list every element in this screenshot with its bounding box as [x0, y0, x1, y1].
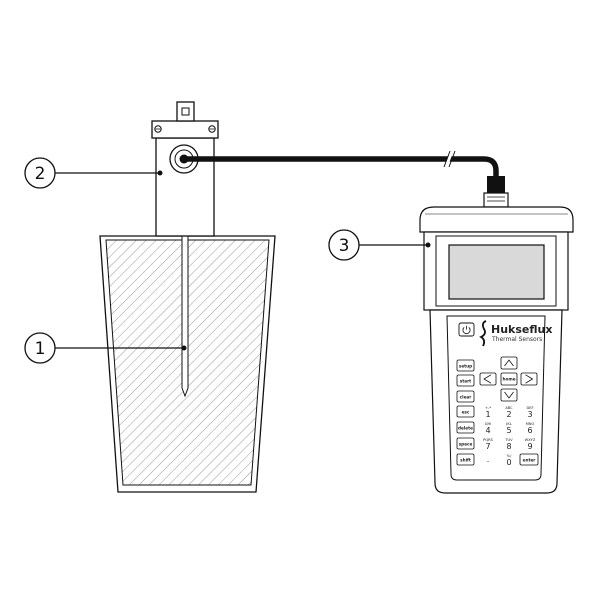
cable [184, 150, 509, 208]
dot-key[interactable]: . [487, 455, 490, 464]
screw-right-icon [208, 125, 216, 133]
key-5-sub: JKL [505, 422, 511, 426]
callout-3-circle [328, 229, 360, 261]
key-4-digit: 4 [485, 426, 490, 435]
key-0-digit: 0 [506, 458, 511, 467]
key-3-digit: 3 [527, 410, 532, 419]
home-key-label: home [502, 377, 515, 382]
needle-probe [181, 235, 189, 398]
up-arrow-key[interactable] [500, 356, 518, 370]
callout-2-circle [24, 157, 56, 189]
brand-name: Hukseflux [491, 323, 552, 336]
down-arrow-key[interactable] [500, 388, 518, 402]
esc-key[interactable]: esc [456, 405, 475, 418]
brand-logo-icon [479, 320, 487, 347]
cable-plug [483, 192, 509, 208]
key-8-digit: 8 [506, 442, 511, 451]
screw-left-icon [154, 125, 162, 133]
key-7[interactable]: PQRS 7 [483, 438, 493, 451]
key-3[interactable]: DEF 3 [526, 406, 533, 419]
enter-key[interactable]: enter [519, 453, 539, 466]
clear-key-label: clear [460, 394, 473, 399]
callout-2-number: 2 [35, 164, 46, 184]
callout-1-dot [181, 345, 187, 351]
callout-2: 2 [24, 157, 163, 189]
key-2-sub: ABC [505, 406, 513, 410]
right-arrow-key[interactable] [520, 372, 538, 386]
brand-subtitle: Thermal Sensors [491, 336, 542, 343]
power-button[interactable] [458, 322, 475, 337]
space-key-label: space [459, 441, 473, 446]
chevron-down-icon [504, 391, 514, 399]
probe-head [151, 101, 219, 237]
key-6[interactable]: MNO 6 [526, 422, 535, 435]
callout-3-dot [425, 242, 431, 248]
dot-key-label: . [487, 455, 490, 464]
delete-key-label: delete [458, 425, 473, 430]
key-4[interactable]: GHI 4 [485, 422, 492, 435]
probe-head-top-stub-inner [181, 107, 190, 116]
cable-strain-relief [487, 176, 505, 193]
key-0-sub: %/ [507, 454, 512, 458]
key-7-digit: 7 [485, 442, 490, 451]
power-icon [462, 325, 471, 335]
clear-key[interactable]: clear [456, 390, 475, 403]
start-key-label: start [460, 378, 471, 383]
key-9-sub: WXYZ [525, 438, 536, 442]
key-1-digit: 1 [485, 410, 490, 419]
shift-key-label: shift [460, 457, 471, 462]
probe-head-flange [151, 120, 219, 139]
cable-line [184, 156, 499, 182]
shift-key[interactable]: shift [456, 453, 475, 466]
key-2-digit: 2 [506, 410, 511, 419]
key-6-digit: 6 [527, 426, 532, 435]
readout-top-cap [419, 206, 574, 233]
cable-break-icon [443, 150, 456, 168]
delete-key[interactable]: delete [456, 421, 475, 434]
readout-unit: Hukseflux Thermal Sensors setup start ho… [419, 206, 574, 494]
callout-1-number: 1 [35, 339, 46, 359]
needle [181, 235, 189, 398]
enter-key-label: enter [523, 457, 537, 462]
callout-3-number: 3 [339, 236, 350, 256]
key-7-sub: PQRS [483, 438, 493, 442]
key-9-digit: 9 [527, 442, 532, 451]
key-8-sub: TUV [504, 438, 513, 442]
chevron-up-icon [504, 359, 514, 367]
key-9[interactable]: WXYZ 9 [525, 438, 536, 451]
setup-key[interactable]: setup [456, 359, 475, 372]
key-5-digit: 5 [506, 426, 511, 435]
home-key[interactable]: home [500, 372, 518, 386]
key-4-sub: GHI [485, 422, 492, 426]
esc-key-label: esc [462, 409, 470, 414]
chevron-left-icon [483, 374, 492, 384]
space-key[interactable]: space [456, 437, 475, 450]
callout-2-dot [157, 170, 163, 176]
key-2[interactable]: ABC 2 [505, 406, 513, 419]
callout-3: 3 [328, 229, 431, 261]
key-6-sub: MNO [526, 422, 535, 426]
left-arrow-key[interactable] [479, 372, 497, 386]
key-1[interactable]: +-* 1 [485, 406, 491, 419]
key-5[interactable]: JKL 5 [505, 422, 511, 435]
chevron-right-icon [525, 374, 534, 384]
key-8[interactable]: TUV 8 [504, 438, 513, 451]
setup-key-label: setup [459, 363, 472, 368]
key-3-sub: DEF [526, 406, 533, 410]
key-0[interactable]: %/ 0 [506, 454, 512, 467]
start-key[interactable]: start [456, 374, 475, 387]
key-1-sub: +-* [485, 406, 491, 410]
callout-1-circle [24, 332, 56, 364]
callout-1: 1 [24, 332, 187, 364]
display-screen [448, 244, 545, 300]
